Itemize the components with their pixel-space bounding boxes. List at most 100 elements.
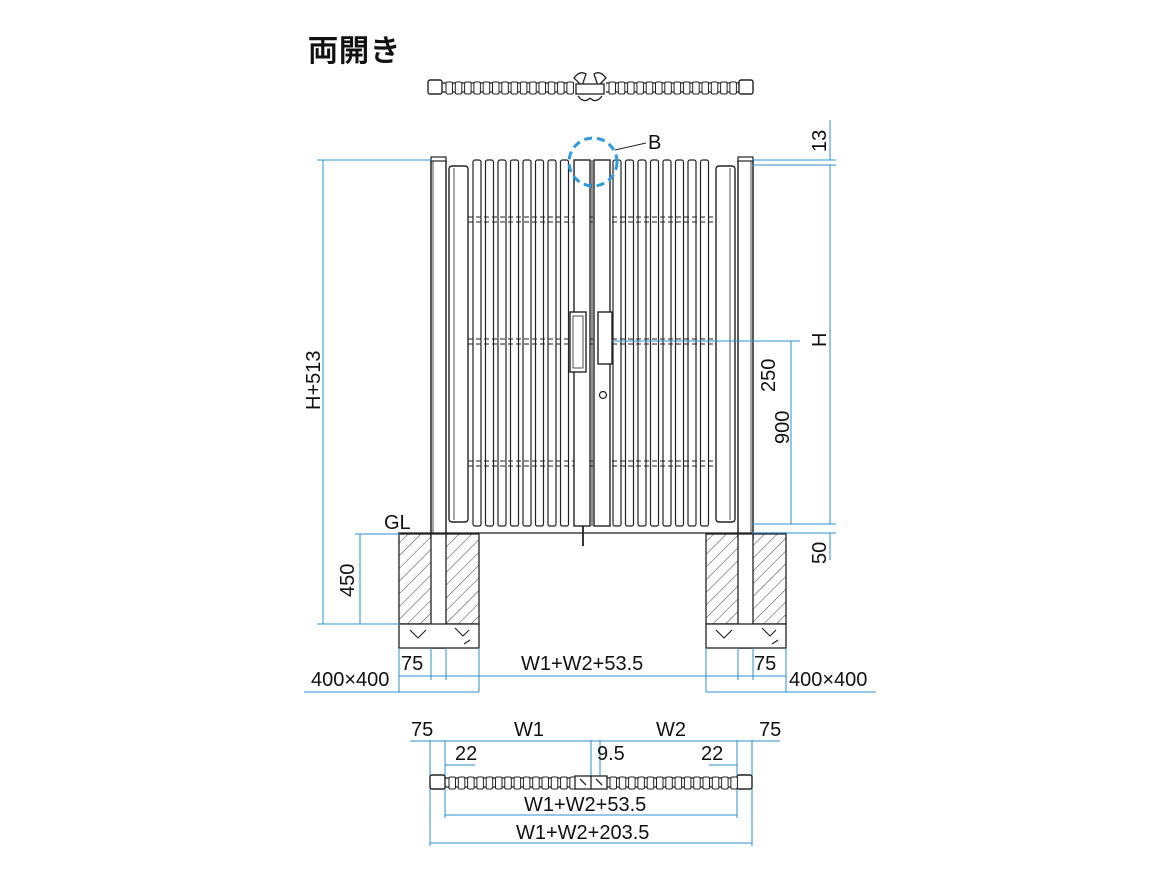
leaf-right-stile: [715, 165, 736, 523]
plan-post-left: [427, 79, 443, 95]
plan-slat: [550, 776, 559, 790]
plan-slat: [720, 81, 728, 95]
plan-slat: [464, 81, 472, 95]
slat: [687, 159, 697, 527]
plan-span-inner-label: W1+W2+53.5: [524, 794, 646, 816]
plan-slat: [448, 776, 456, 790]
plan-slat: [627, 81, 635, 95]
plan-leaf-1-label: W1: [514, 719, 544, 741]
plan-slat: [566, 81, 574, 95]
plan-slat: [457, 776, 466, 790]
gate-elevation: B GL: [303, 120, 876, 693]
plan-slat: [560, 776, 568, 790]
detail-b-marker: [567, 136, 619, 188]
handle-right: [597, 311, 613, 365]
leaf-left-stile: [448, 165, 469, 523]
plan-slat: [538, 81, 546, 95]
plan2-post-right: [736, 774, 753, 790]
dim-total-height: H+513: [303, 351, 325, 411]
slat: [534, 159, 545, 527]
plan-slat: [501, 81, 509, 95]
slat: [472, 159, 482, 527]
plan-slat: [454, 81, 463, 95]
plan-slat: [673, 81, 682, 95]
plan-slat: [482, 81, 491, 95]
foundation-size-right: 400×400: [789, 669, 867, 691]
plan2-center-latch: [574, 775, 608, 790]
plan-post-right-label: 75: [759, 719, 781, 741]
plan-slat: [445, 81, 453, 95]
dim-post-right: 75: [754, 653, 776, 675]
slat: [662, 159, 672, 527]
plan-slats-bottom: [448, 776, 738, 790]
plan-slat: [711, 776, 720, 790]
plan-slat: [609, 776, 617, 790]
keyhole: [598, 390, 608, 400]
plan-slat: [617, 81, 626, 95]
plan-slat: [645, 81, 654, 95]
slat: [699, 159, 710, 527]
foundation-right: [705, 533, 787, 649]
plan-slat: [495, 776, 503, 790]
plan-slat: [730, 776, 738, 790]
plan-slat: [646, 776, 655, 790]
plan-gap-center-label: 9.5: [597, 743, 625, 765]
plan-slat: [529, 81, 537, 95]
plan-post-right: [738, 79, 754, 95]
bottom-plan-view: 75 W1 W2 75 22 9.5 22 W1+W2+53.5 W1+W2+2…: [410, 719, 781, 846]
slat: [547, 159, 557, 527]
plan-slat: [492, 81, 500, 95]
plan-center-latch: [573, 72, 607, 102]
plan-slat: [637, 776, 645, 790]
plan-slat: [522, 776, 531, 790]
plan-slat: [664, 81, 672, 95]
handle-left: [569, 311, 587, 373]
slat: [559, 159, 570, 527]
plan-post-left-label: 75: [411, 719, 433, 741]
plan-slat: [557, 81, 565, 95]
dimension-lines: [304, 120, 876, 693]
plan-slat: [655, 81, 663, 95]
slat: [509, 159, 520, 527]
plan-slat: [682, 81, 691, 95]
plan-gap-left-label: 22: [455, 743, 477, 765]
plan-slat: [656, 776, 664, 790]
plan-slat: [628, 776, 636, 790]
plan-slat: [473, 81, 481, 95]
plan-slat: [504, 776, 512, 790]
plan-slat: [519, 81, 528, 95]
plan-slat: [665, 776, 673, 790]
plan-dimension-lines: [410, 740, 780, 846]
slat: [637, 159, 647, 527]
page-title: 両開き: [308, 34, 401, 69]
plan-slat: [636, 81, 644, 95]
plan-slat: [510, 81, 519, 95]
plan-slat: [618, 776, 627, 790]
dim-handle-offset: 250: [758, 359, 780, 392]
plan-span-outer-label: W1+W2+203.5: [516, 822, 649, 844]
plan-leaf-2-label: W2: [656, 719, 686, 741]
plan-slat: [485, 776, 494, 790]
dim-handle-height: 900: [772, 411, 794, 444]
plan-slats-top: [445, 81, 737, 95]
slat: [674, 159, 685, 527]
dim-span-front: W1+W2+53.5: [521, 653, 643, 675]
dim-top-gap: 13: [809, 130, 831, 152]
slat: [497, 159, 507, 527]
slat: [484, 159, 495, 527]
plan-slat: [513, 776, 522, 790]
plan-slat: [476, 776, 484, 790]
slat: [612, 159, 622, 527]
plan-slat: [702, 776, 710, 790]
dim-bottom-gap: 50: [809, 542, 831, 564]
foundation-left: [398, 533, 480, 649]
plan-slat: [692, 81, 700, 95]
plan-gap-right-label: 22: [701, 743, 723, 765]
plan2-post-left: [429, 774, 446, 790]
plan-slat: [547, 81, 556, 95]
plan-slat: [674, 776, 683, 790]
slat: [624, 159, 635, 527]
dim-post-left: 75: [401, 653, 423, 675]
gate-slats: [472, 159, 710, 527]
